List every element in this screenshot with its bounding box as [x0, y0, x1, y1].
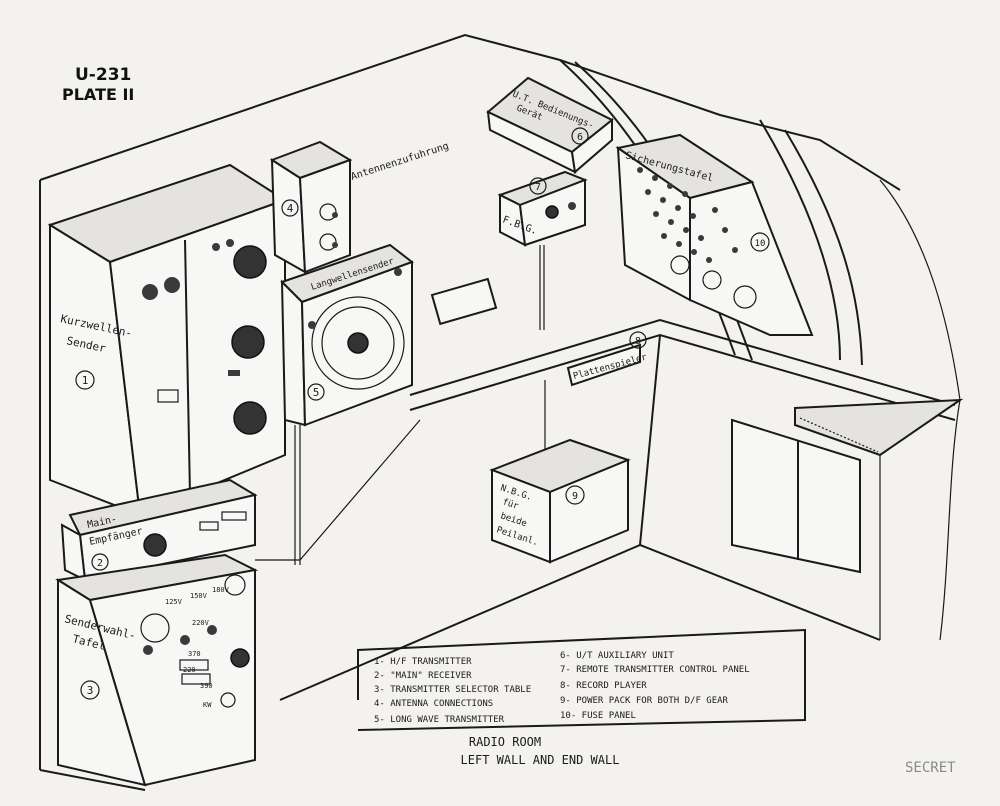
legend-item-10: 10- FUSE PANEL [560, 711, 636, 721]
legend-item-5: 5- LONG WAVE TRANSMITTER [374, 715, 505, 725]
callout-7: 7 [535, 182, 541, 193]
selector-mark-4: 220V [192, 619, 210, 627]
antennen-label: Antennenzufuhrung [350, 141, 451, 183]
remote-transmitter-control-panel: F.B.G. 7 [497, 170, 588, 247]
sheet-id: U-231 [75, 65, 131, 85]
netz-label-2: für [501, 497, 520, 512]
selector-mark-1: 125V [165, 598, 183, 606]
legend-right-column: 6- U/T AUXILIARY UNIT 7- REMOTE TRANSMIT… [560, 651, 750, 721]
legend-item-7: 7- REMOTE TRANSMITTER CONTROL PANEL [560, 665, 750, 675]
fuse-panel: Sicherungstafel 10 [615, 133, 814, 336]
legend-item-9: 9- POWER PACK FOR BOTH D/F GEAR [560, 696, 729, 706]
callout-5: 5 [313, 386, 320, 399]
callout-4: 4 [287, 202, 294, 215]
selector-mark-6: 220 [183, 666, 196, 674]
callout-9: 9 [572, 491, 578, 502]
main-receiver: Main- Empfänger 2 [60, 478, 258, 582]
legend-item-4: 4- ANTENNA CONNECTIONS [374, 699, 493, 709]
antenna-connections: 4 Antennenzufuhrung [269, 141, 451, 274]
legend-left-column: 1- H/F TRANSMITTER 2- "MAIN" RECEIVER 3-… [374, 657, 531, 725]
fuse-grid [637, 167, 738, 263]
room-shell [39, 33, 964, 791]
plate-number: PLATE II [62, 85, 134, 104]
legend-item-8: 8- RECORD PLAYER [560, 681, 647, 691]
selector-mark-8: KW [203, 701, 212, 709]
callout-10: 10 [755, 239, 766, 249]
selector-mark-7: 390 [200, 682, 213, 690]
legend: 1- H/F TRANSMITTER 2- "MAIN" RECEIVER 3-… [357, 628, 806, 731]
power-pack: N.B.G. für beide Peilanl. 9 [489, 438, 631, 564]
secret-stamp: SECRET [905, 760, 956, 776]
callout-1: 1 [82, 374, 89, 387]
room-subtitle: LEFT WALL AND END WALL [461, 753, 620, 767]
callout-3: 3 [87, 684, 94, 697]
hf-transmitter: Kurzwellen- Sender 1 [47, 163, 288, 517]
transmitter-selector-table: 125V 150V 180V 220V 370 220 390 KW Sende… [55, 553, 259, 787]
legend-item-1: 1- H/F TRANSMITTER [374, 657, 472, 667]
legend-item-6: 6- U/T AUXILIARY UNIT [560, 651, 674, 661]
legend-item-3: 3- TRANSMITTER SELECTOR TABLE [374, 685, 531, 695]
selector-mark-2: 150V [190, 592, 208, 600]
callout-2: 2 [97, 558, 103, 569]
wall-plaque [430, 277, 498, 326]
legend-item-2: 2- "MAIN" RECEIVER [374, 671, 472, 681]
callout-8: 8 [635, 336, 641, 347]
selector-mark-5: 370 [188, 650, 201, 658]
selector-mark-3: 180V [212, 586, 230, 594]
callout-6: 6 [577, 132, 583, 143]
room-title: RADIO ROOM [469, 735, 541, 749]
long-wave-transmitter: Langwellensender 5 [280, 243, 415, 427]
